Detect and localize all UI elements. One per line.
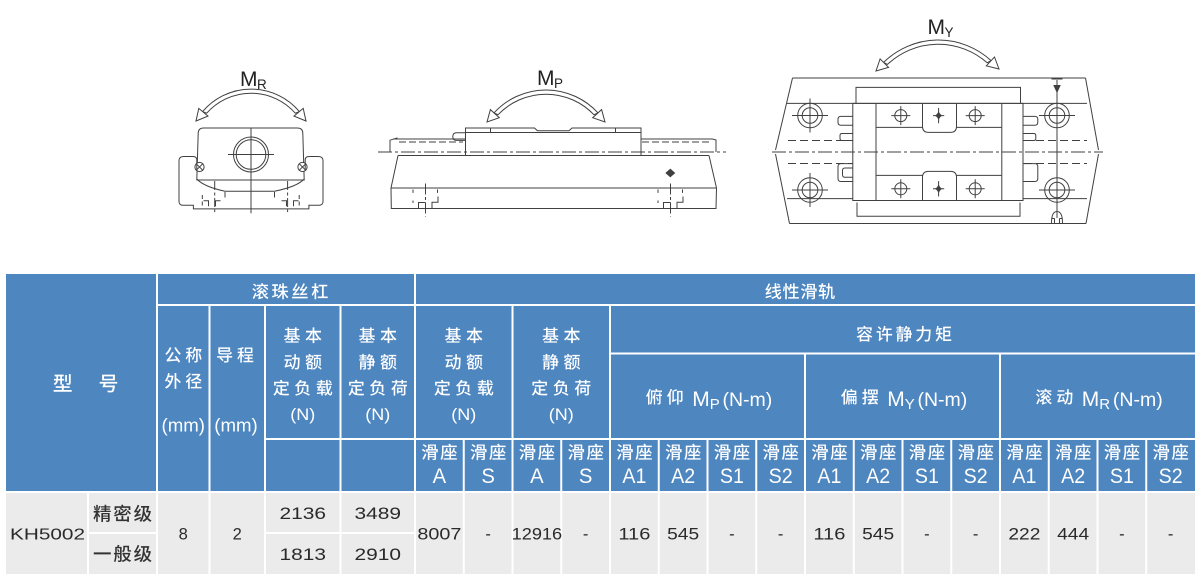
svg-text:P: P <box>554 76 563 91</box>
svg-text:116: 116 <box>618 525 650 543</box>
svg-text:8007: 8007 <box>417 525 461 543</box>
svg-text:2136: 2136 <box>280 505 327 523</box>
svg-text:S1: S1 <box>915 464 939 488</box>
svg-text:(mm): (mm) <box>162 415 206 435</box>
svg-text:Y: Y <box>945 25 954 40</box>
svg-text:A2: A2 <box>1061 464 1085 488</box>
svg-text:S1: S1 <box>720 464 744 488</box>
svg-text:A1: A1 <box>622 464 646 488</box>
svg-text:222: 222 <box>1008 525 1040 543</box>
svg-text:2: 2 <box>233 525 242 543</box>
svg-text:S: S <box>481 464 495 488</box>
svg-text:M: M <box>1082 388 1100 411</box>
svg-text:P: P <box>710 396 720 413</box>
svg-text:S2: S2 <box>769 464 793 488</box>
svg-text:R: R <box>1099 396 1110 413</box>
svg-text:M: M <box>887 388 905 411</box>
svg-text:(N-m): (N-m) <box>917 389 967 411</box>
svg-text:8: 8 <box>179 525 188 543</box>
svg-text:116: 116 <box>813 525 845 543</box>
svg-text:-: - <box>1168 525 1174 543</box>
svg-text:-: - <box>729 525 735 543</box>
svg-text:-: - <box>973 525 979 543</box>
svg-text:Y: Y <box>905 396 915 413</box>
svg-text:R: R <box>257 77 267 92</box>
svg-text:S2: S2 <box>1159 464 1183 488</box>
svg-text:A1: A1 <box>817 464 841 488</box>
svg-text:KH5002: KH5002 <box>10 527 85 544</box>
svg-text:-: - <box>778 525 784 543</box>
svg-text:M: M <box>928 16 946 39</box>
svg-text:(mm): (mm) <box>214 415 258 435</box>
svg-text:(N): (N) <box>365 405 390 424</box>
svg-text:A: A <box>433 464 447 488</box>
svg-text:444: 444 <box>1057 525 1089 543</box>
svg-text:S1: S1 <box>1110 464 1134 488</box>
svg-text:-: - <box>583 525 589 543</box>
svg-text:S2: S2 <box>964 464 988 488</box>
svg-text:M: M <box>537 67 555 90</box>
svg-text:545: 545 <box>667 525 699 543</box>
svg-text:S: S <box>579 464 593 488</box>
svg-text:-: - <box>485 525 491 543</box>
svg-text:2910: 2910 <box>355 546 402 564</box>
svg-text:-: - <box>1119 525 1125 543</box>
svg-text:12916: 12916 <box>512 525 563 543</box>
svg-text:A1: A1 <box>1012 464 1036 488</box>
svg-text:(N): (N) <box>549 405 574 424</box>
svg-text:(N-m): (N-m) <box>1113 389 1163 411</box>
svg-text:A2: A2 <box>671 464 695 488</box>
svg-text:3489: 3489 <box>355 505 402 523</box>
svg-text:A2: A2 <box>866 464 890 488</box>
svg-text:M: M <box>240 68 258 91</box>
svg-text:-: - <box>924 525 930 543</box>
svg-text:(N): (N) <box>451 405 476 424</box>
svg-text:1813: 1813 <box>280 546 327 564</box>
svg-text:(N): (N) <box>290 405 315 424</box>
svg-text:M: M <box>692 388 710 411</box>
svg-text:(N-m): (N-m) <box>722 389 772 411</box>
svg-text:A: A <box>530 464 544 488</box>
svg-text:545: 545 <box>862 525 894 543</box>
